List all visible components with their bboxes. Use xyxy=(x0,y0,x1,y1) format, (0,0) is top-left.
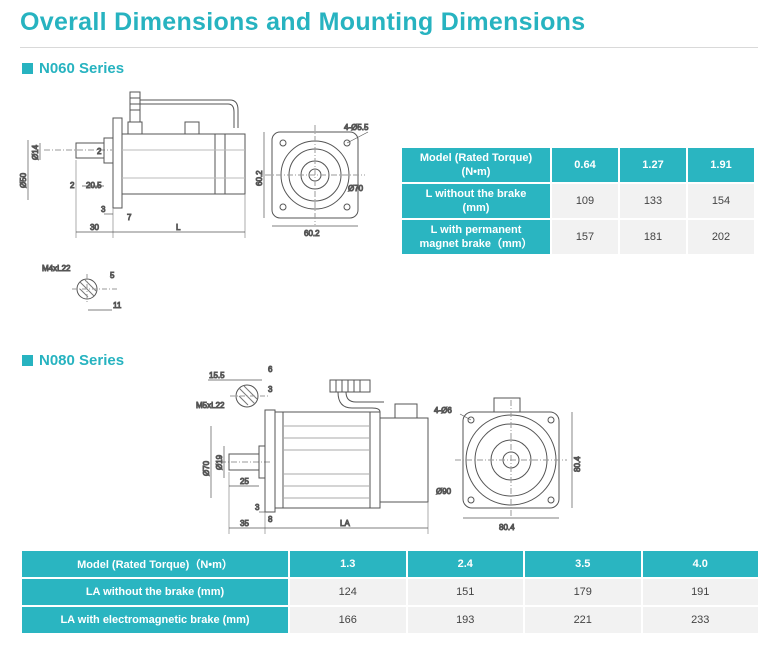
table-cell: 233 xyxy=(642,607,758,633)
table-header-row: Model (Rated Torque)（N•m） 1.3 2.4 3.5 4.… xyxy=(22,551,758,577)
n080-label-hole: 4-Ø6 xyxy=(434,406,452,415)
table-cell: 166 xyxy=(290,607,406,633)
table-header-model: Model (Rated Torque)（N•m） xyxy=(22,551,288,577)
table-cell: 179 xyxy=(525,579,641,605)
table-row-label: LA with electromagnetic brake (mm) xyxy=(22,607,288,633)
n060-key-section xyxy=(72,274,118,311)
table-row: L without the brake (mm) 109 133 154 xyxy=(402,184,754,218)
table-cell: 133 xyxy=(620,184,686,218)
n080-front-view xyxy=(455,397,573,519)
n080-label-shaft: Ø19 xyxy=(215,454,224,470)
table-row: L with permanent magnet brake（mm） 157 18… xyxy=(402,220,754,254)
table-cell: 151 xyxy=(407,579,523,605)
n060-label-width: 60.2 xyxy=(304,229,320,238)
n080-label-width: 80.4 xyxy=(499,523,515,532)
n060-label-2b: 2 xyxy=(70,181,75,190)
table-cell: 221 xyxy=(525,607,641,633)
n080-spec-table: Model (Rated Torque)（N•m） 1.3 2.4 3.5 4.… xyxy=(20,549,760,635)
n080-label-pcd: Ø90 xyxy=(436,487,452,496)
table-cell: 181 xyxy=(620,220,686,254)
n060-label-30: 30 xyxy=(90,223,99,232)
n080-label-key: M5xL22 xyxy=(196,401,225,410)
n060-front-view xyxy=(263,125,369,227)
table-cell: 193 xyxy=(407,607,523,633)
table-row: LA without the brake (mm) 124 151 179 19… xyxy=(22,579,758,605)
n080-label-35: 35 xyxy=(240,519,249,528)
table-cell: 191 xyxy=(642,579,758,605)
n080-key-section xyxy=(208,379,270,408)
section-marker xyxy=(22,355,33,366)
n060-label-key-5: 5 xyxy=(110,271,115,280)
table-row-label: LA without the brake (mm) xyxy=(22,579,288,605)
n060-side-view xyxy=(27,91,246,238)
table-header-model: Model (Rated Torque) (N•m) xyxy=(402,148,550,182)
table-cell: 202 xyxy=(688,220,754,254)
table-row: LA with electromagnetic brake (mm) 166 1… xyxy=(22,607,758,633)
n060-label-key: M4xL22 xyxy=(42,264,71,273)
n080-label-spigot: Ø70 xyxy=(202,460,211,476)
table-cell: 157 xyxy=(552,220,618,254)
table-header-cell: 1.3 xyxy=(290,551,406,577)
n060-spec-table: Model (Rated Torque) (N•m) 0.64 1.27 1.9… xyxy=(400,146,756,256)
n080-label-height: 80.4 xyxy=(573,456,582,472)
n080-label-key-15-5: 15.5 xyxy=(209,371,225,380)
table-header-cell: 0.64 xyxy=(552,148,618,182)
table-cell: 124 xyxy=(290,579,406,605)
n060-label-hole: 4-Ø5.5 xyxy=(344,123,369,132)
n060-label-2a: 2 xyxy=(97,147,102,156)
n080-label-3: 3 xyxy=(255,503,260,512)
n060-label-spigot: Ø50 xyxy=(19,172,28,188)
n080-label-8: 8 xyxy=(268,515,273,524)
section-heading-text: N080 Series xyxy=(39,352,125,369)
section-heading-n080: N080 Series xyxy=(22,352,124,369)
n060-label-3: 3 xyxy=(101,205,106,214)
n060-label-7: 7 xyxy=(127,213,132,222)
n060-label-shaft: Ø14 xyxy=(31,144,40,160)
n060-label-height: 60.2 xyxy=(255,170,264,186)
section-marker xyxy=(22,63,33,74)
n080-label-25: 25 xyxy=(240,477,249,486)
table-header-cell: 3.5 xyxy=(525,551,641,577)
n080-side-view xyxy=(210,379,429,534)
n080-label-key-3: 3 xyxy=(268,385,273,394)
page-title: Overall Dimensions and Mounting Dimensio… xyxy=(20,8,586,36)
table-cell: 109 xyxy=(552,184,618,218)
section-heading-n060: N060 Series xyxy=(22,60,124,77)
table-header-cell: 1.27 xyxy=(620,148,686,182)
section-heading-text: N060 Series xyxy=(39,60,125,77)
n080-label-la: LA xyxy=(340,519,350,528)
table-row-label: L without the brake (mm) xyxy=(402,184,550,218)
table-header-cell: 2.4 xyxy=(407,551,523,577)
n060-label-20-5: 20.5 xyxy=(86,181,102,190)
table-cell: 154 xyxy=(688,184,754,218)
n060-label-l: L xyxy=(176,223,181,232)
table-header-row: Model (Rated Torque) (N•m) 0.64 1.27 1.9… xyxy=(402,148,754,182)
table-row-label: L with permanent magnet brake（mm） xyxy=(402,220,550,254)
n080-label-key-6: 6 xyxy=(268,365,273,374)
table-header-cell: 1.91 xyxy=(688,148,754,182)
table-header-cell: 4.0 xyxy=(642,551,758,577)
title-divider xyxy=(20,47,758,48)
n060-label-key-11: 11 xyxy=(113,301,122,310)
n060-label-pcd: Ø70 xyxy=(348,184,364,193)
